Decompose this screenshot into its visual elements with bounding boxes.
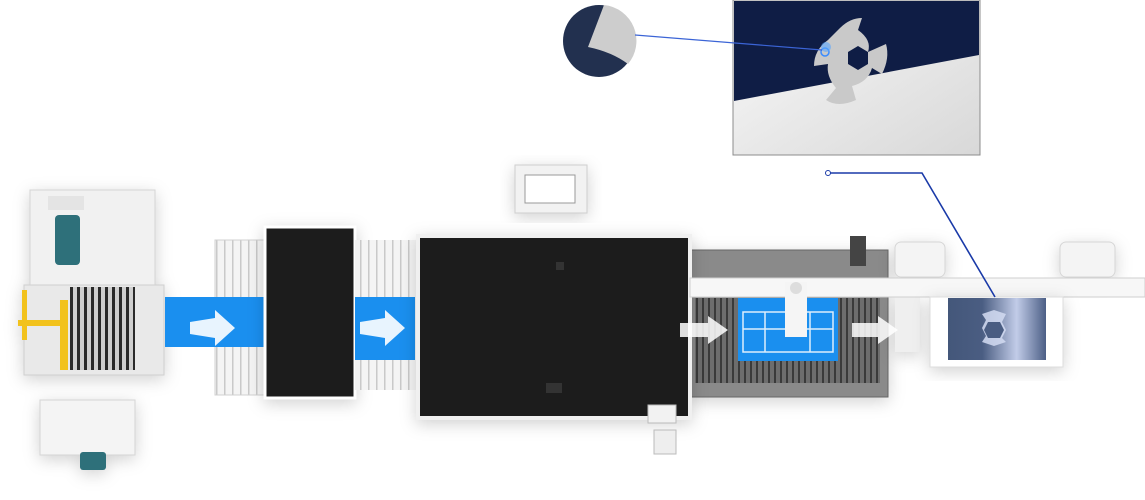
arrow-right-icon [360,310,405,346]
unloading-frame [894,241,1116,352]
unloading-table [929,296,1064,368]
leveler-unit [263,225,357,400]
cut-detail-inset [732,0,981,156]
uncoiler [18,189,165,470]
cutting-head-area [738,282,838,361]
gantry-beam [689,277,1145,298]
zoom-detail-circle [563,5,823,77]
laser-head [785,282,807,337]
flow-arrow-1 [165,297,265,347]
chiller-box [514,164,588,214]
arrow-right-icon [680,316,728,344]
control-pedestal [647,404,677,455]
arrow-right-icon [190,310,235,346]
motor-icon [55,215,80,265]
flow-arrow-2 [355,297,415,360]
arrow-right-icon [852,316,898,344]
callout-connector [825,170,996,298]
